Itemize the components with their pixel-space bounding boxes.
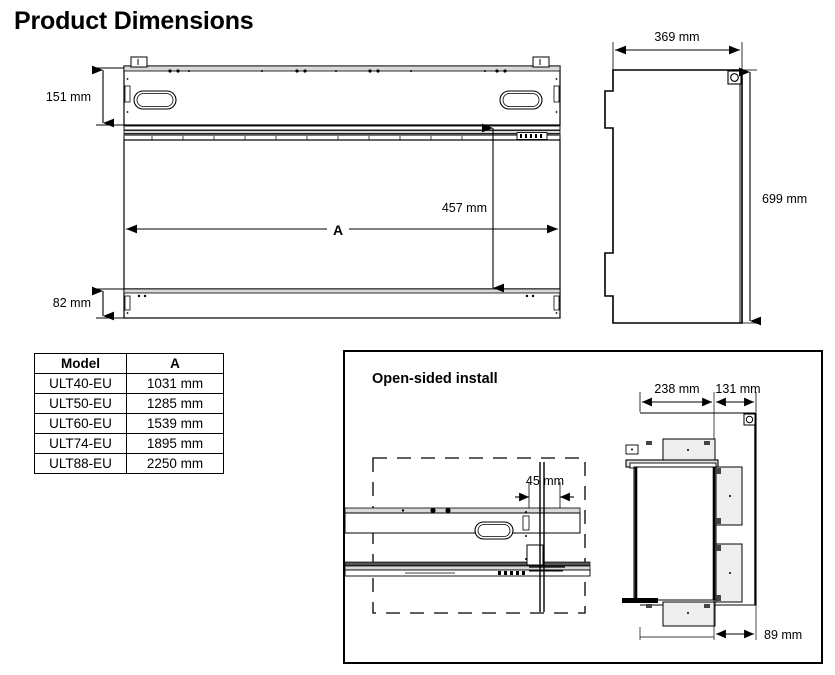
model-dimension-table: Model A ULT40-EU 1031 mm ULT50-EU 1285 m… <box>34 353 224 474</box>
cell-model: ULT74-EU <box>34 433 127 454</box>
table-row: ULT74-EU 1895 mm <box>34 433 224 454</box>
cell-a: 1895 mm <box>126 433 224 454</box>
side-profile-outline <box>604 69 743 324</box>
dim-89mm-label: 89 mm <box>764 628 802 642</box>
dim-45mm-label: 45 mm <box>526 474 564 488</box>
unit-plan-body <box>344 507 591 577</box>
table-row: ULT60-EU 1539 mm <box>34 413 224 434</box>
front-bottom-panel <box>123 288 561 319</box>
cell-model: ULT40-EU <box>34 373 127 394</box>
upper-mounting-plate <box>715 466 743 526</box>
column-header-model: Model <box>34 353 127 374</box>
table-header-row: Model A <box>34 353 224 374</box>
dim-82mm-label: 82 mm <box>53 296 91 310</box>
table-row: ULT50-EU 1285 mm <box>34 393 224 414</box>
appliance-body-section <box>622 466 717 603</box>
front-elevation-drawing: 151 mm 82 mm <box>46 56 561 321</box>
table-row: ULT40-EU 1031 mm <box>34 373 224 394</box>
left-oval-knockout <box>133 90 177 110</box>
open-side-wall <box>529 462 565 612</box>
section-fixing-bracket <box>743 413 756 426</box>
cell-a: 2250 mm <box>126 453 224 474</box>
dim-699mm-label: 699 mm <box>762 192 807 206</box>
table-row: ULT88-EU 2250 mm <box>34 453 224 474</box>
open-sided-section-drawing: 238 mm 131 mm <box>622 382 802 642</box>
dashed-cavity-outline <box>372 457 586 614</box>
grille-band <box>123 125 561 141</box>
dim-A-label: A <box>333 222 343 238</box>
cell-model: ULT88-EU <box>34 453 127 474</box>
open-sided-install-title: Open-sided install <box>372 371 498 387</box>
lower-mounting-plate <box>715 543 743 603</box>
column-header-a: A <box>126 353 224 374</box>
right-oval-knockout <box>499 90 543 110</box>
cell-a: 1285 mm <box>126 393 224 414</box>
cell-model: ULT50-EU <box>34 393 127 414</box>
side-fixing-bracket <box>727 70 742 85</box>
side-elevation-drawing: 369 mm 699 mm <box>604 30 807 326</box>
firebox-opening <box>123 139 561 290</box>
cell-model: ULT60-EU <box>34 413 127 434</box>
lower-shelf-assembly <box>646 601 716 627</box>
cell-a: 1539 mm <box>126 413 224 434</box>
dim-369mm-label: 369 mm <box>654 30 699 44</box>
dim-238mm-label: 238 mm <box>654 382 699 396</box>
dim-131mm-label: 131 mm <box>715 382 760 396</box>
page-title: Product Dimensions <box>14 7 254 35</box>
upper-shelf-assembly <box>625 438 719 469</box>
cell-a: 1031 mm <box>126 373 224 394</box>
dim-457mm-label: 457 mm <box>442 201 487 215</box>
front-top-panel <box>123 56 561 126</box>
dim-151mm-label: 151 mm <box>46 90 91 104</box>
open-sided-plan-drawing: 45 mm <box>344 457 591 614</box>
